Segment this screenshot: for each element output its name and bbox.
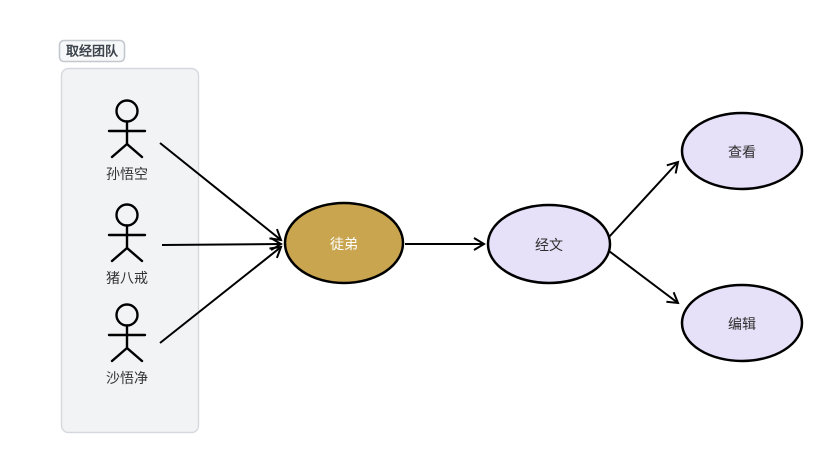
actor-zhubajie: 猪八戒	[106, 203, 148, 287]
edge-jingwen-chakan	[608, 160, 680, 238]
usecase-ellipse	[680, 283, 804, 363]
actor-label: 孙悟空	[106, 167, 148, 183]
actor-sunwukong: 孙悟空	[106, 99, 148, 183]
edge-jingwen-bianji	[608, 250, 680, 305]
actor-label: 沙悟净	[106, 371, 148, 387]
actor-shawujing: 沙悟净	[106, 303, 148, 387]
edge-zhubajie-tudi	[161, 237, 283, 251]
edges	[159, 142, 680, 344]
usecase-bianji: 编辑	[680, 283, 804, 363]
group-badge-label: 取经团队	[66, 44, 119, 60]
usecase-chakan: 查看	[680, 111, 804, 191]
usecase-ellipse	[680, 111, 804, 191]
edge-shawujing-tudi	[159, 245, 283, 344]
usecase-label: 查看	[728, 145, 756, 161]
group-badge: 取经团队	[58, 39, 126, 63]
usecase-label: 编辑	[728, 317, 756, 333]
usecase-label: 经文	[535, 238, 563, 254]
usecase-ellipse	[283, 201, 405, 285]
actor-label: 猪八戒	[106, 271, 148, 287]
usecase-ellipse	[486, 203, 612, 285]
usecase-jingwen: 经文	[486, 203, 612, 285]
usecase-tudi: 徒弟	[283, 201, 405, 285]
group-badge-box	[58, 39, 126, 63]
edge-sunwukong-tudi	[159, 142, 283, 242]
usecase-label: 徒弟	[330, 237, 358, 253]
